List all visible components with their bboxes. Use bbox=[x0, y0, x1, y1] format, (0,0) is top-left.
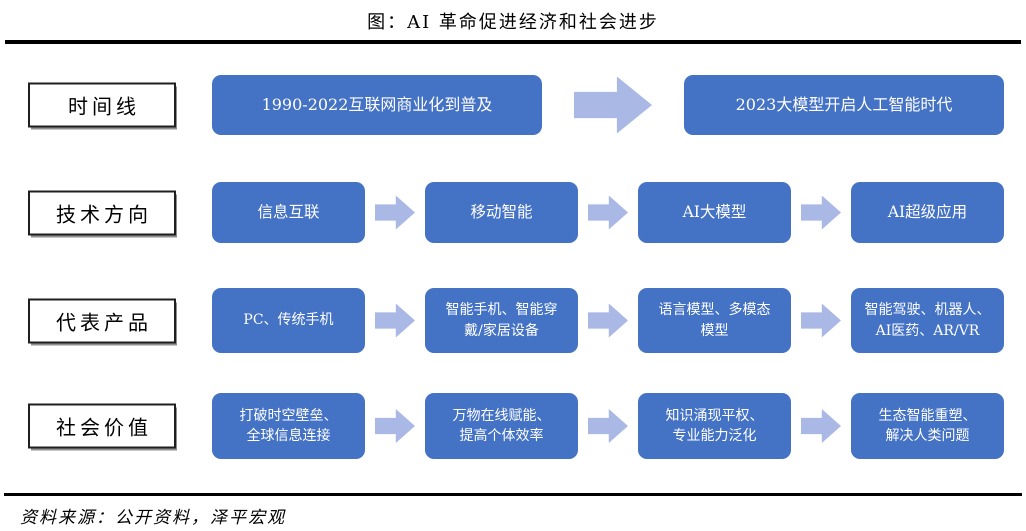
row-products-content: PC、传统手机 智能手机、智能穿 戴/家居设备 语言模型、多模态 模型 智能驾驶… bbox=[212, 288, 1004, 353]
flow-box-text: 生态智能重塑、 解决人类问题 bbox=[878, 407, 977, 444]
flow-box-text: 智能驾驶、机器人、 AI医药、AR/VR bbox=[864, 302, 991, 339]
flow-box-text: 万物在线赋能、 提高个体效率 bbox=[452, 407, 551, 444]
row-social-value-content: 打破时空壁垒、 全球信息连接 万物在线赋能、 提高个体效率 知识涌现平权、 专业… bbox=[212, 393, 1004, 459]
arrow-right-icon bbox=[588, 195, 628, 230]
row-timeline-content: 1990-2022互联网商业化到普及 2023大模型开启人工智能时代 bbox=[212, 75, 1004, 135]
row-label-text: 技术方向 bbox=[56, 202, 152, 226]
arrow-right-icon bbox=[375, 409, 415, 443]
flow-box: 移动智能 bbox=[425, 182, 578, 243]
bottom-divider bbox=[4, 493, 1022, 496]
flow-box-text: 知识涌现平权、 专业能力泛化 bbox=[665, 407, 764, 444]
flow-box: 知识涌现平权、 专业能力泛化 bbox=[638, 393, 791, 459]
flow-box: 智能手机、智能穿 戴/家居设备 bbox=[425, 288, 578, 353]
arrow-right-icon bbox=[588, 303, 628, 338]
flow-box-text: 语言模型、多模态 模型 bbox=[658, 302, 771, 339]
row-products: 代表产品 PC、传统手机 智能手机、智能穿 戴/家居设备 语言模型、多模态 模型… bbox=[0, 288, 1026, 353]
flow-box: 1990-2022互联网商业化到普及 bbox=[212, 75, 542, 135]
row-label-text: 代表产品 bbox=[56, 310, 152, 334]
row-label-tech-direction: 技术方向 bbox=[28, 190, 176, 235]
flow-box: 2023大模型开启人工智能时代 bbox=[684, 75, 1004, 135]
flow-box: AI超级应用 bbox=[851, 182, 1004, 243]
row-label-text: 社会价值 bbox=[56, 415, 152, 440]
arrow-right-icon bbox=[375, 195, 415, 230]
flow-box-text: 信息互联 bbox=[257, 203, 320, 222]
row-label-text: 时间线 bbox=[68, 94, 140, 119]
row-label-timeline: 时间线 bbox=[28, 82, 176, 128]
row-label-products: 代表产品 bbox=[28, 298, 176, 343]
arrow-right-icon bbox=[588, 409, 628, 443]
flow-box-text: 打破时空壁垒、 全球信息连接 bbox=[239, 407, 338, 444]
arrow-right-icon bbox=[375, 303, 415, 338]
flow-box: 打破时空壁垒、 全球信息连接 bbox=[212, 393, 365, 459]
diagram-title: 图：AI 革命促进经济和社会进步 bbox=[367, 12, 659, 33]
arrow-right-icon bbox=[801, 409, 841, 443]
flow-box: 生态智能重塑、 解决人类问题 bbox=[851, 393, 1004, 459]
row-social-value: 社会价值 打破时空壁垒、 全球信息连接 万物在线赋能、 提高个体效率 知识涌现平… bbox=[0, 393, 1026, 459]
flow-box: 语言模型、多模态 模型 bbox=[638, 288, 791, 353]
arrow-right-icon bbox=[574, 76, 652, 134]
flow-box-text: 2023大模型开启人工智能时代 bbox=[735, 95, 953, 115]
arrow-right-icon bbox=[801, 195, 841, 230]
row-tech-direction-content: 信息互联 移动智能 AI大模型 AI超级应用 bbox=[212, 182, 1004, 243]
row-timeline: 时间线 1990-2022互联网商业化到普及 2023大模型开启人工智能时代 bbox=[0, 75, 1026, 135]
flow-box-text: 智能手机、智能穿 戴/家居设备 bbox=[445, 302, 558, 339]
flow-box-text: AI超级应用 bbox=[887, 203, 968, 222]
flow-box-text: AI大模型 bbox=[682, 203, 747, 222]
flow-box: 信息互联 bbox=[212, 182, 365, 243]
top-divider bbox=[5, 40, 1021, 44]
flow-box: PC、传统手机 bbox=[212, 288, 365, 353]
source-note: 资料来源：公开资料，泽平宏观 bbox=[20, 508, 286, 528]
arrow-right-icon bbox=[801, 303, 841, 338]
row-label-social-value: 社会价值 bbox=[28, 403, 176, 449]
flow-box-text: 移动智能 bbox=[470, 203, 533, 222]
flow-box: AI大模型 bbox=[638, 182, 791, 243]
flow-box-text: 1990-2022互联网商业化到普及 bbox=[261, 95, 493, 115]
flow-box: 万物在线赋能、 提高个体效率 bbox=[425, 393, 578, 459]
row-tech-direction: 技术方向 信息互联 移动智能 AI大模型 AI超级应用 bbox=[0, 182, 1026, 243]
flow-box: 智能驾驶、机器人、 AI医药、AR/VR bbox=[851, 288, 1004, 353]
flow-box-text: PC、传统手机 bbox=[243, 312, 334, 329]
